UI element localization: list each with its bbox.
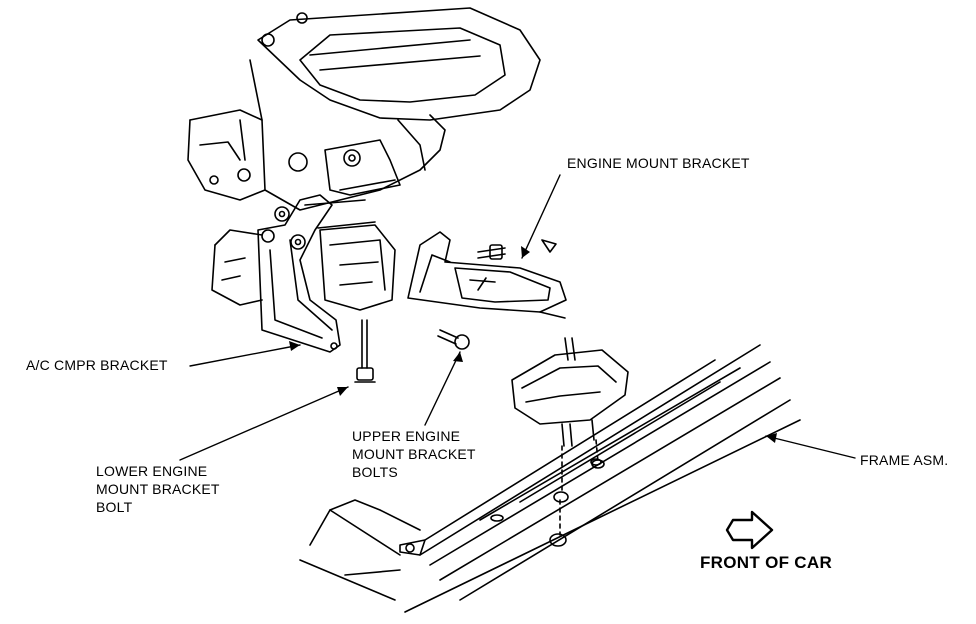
- label-frame-asm: FRAME ASM.: [860, 452, 949, 468]
- label-upper-line-3: BOLTS: [352, 464, 398, 480]
- engine-mount-bracket: [407, 231, 567, 319]
- ac-compressor-bracket: [257, 194, 376, 353]
- engine-block: [187, 7, 541, 306]
- label-lower-line-2: MOUNT BRACKET: [96, 481, 220, 497]
- label-upper-line-2: MOUNT BRACKET: [352, 446, 476, 462]
- engine-side-mount-plate: [319, 224, 396, 311]
- label-lower-line-1: LOWER ENGINE: [96, 463, 208, 479]
- label-ac-cmpr-bracket: A/C CMPR BRACKET: [26, 357, 168, 373]
- mount-nuts: [549, 459, 605, 547]
- label-front-of-car: FRONT OF CAR: [700, 553, 833, 572]
- bracket-stud-top: [541, 239, 557, 253]
- label-engine-mount-bracket: ENGINE MOUNT BRACKET: [567, 155, 750, 171]
- label-lower-line-3: BOLT: [96, 499, 133, 515]
- front-of-car-arrow-icon: [725, 510, 774, 550]
- label-upper-line-1: UPPER ENGINE: [352, 428, 461, 444]
- upper-bracket-bolt-lower: [437, 329, 470, 350]
- upper-bracket-bolt-top: [477, 244, 506, 260]
- crossmember: [299, 499, 421, 601]
- label-lower-engine-mount-bracket-bolt: LOWER ENGINE MOUNT BRACKET BOLT: [96, 462, 220, 516]
- leader-lines: [179, 174, 856, 461]
- engine-mount-isolator: [511, 337, 629, 447]
- leader-arrowheads: [289, 246, 777, 443]
- lower-bracket-bolt: [354, 319, 376, 383]
- frame-assembly: [399, 344, 801, 613]
- label-upper-engine-mount-bracket-bolts: UPPER ENGINE MOUNT BRACKET BOLTS: [352, 427, 476, 481]
